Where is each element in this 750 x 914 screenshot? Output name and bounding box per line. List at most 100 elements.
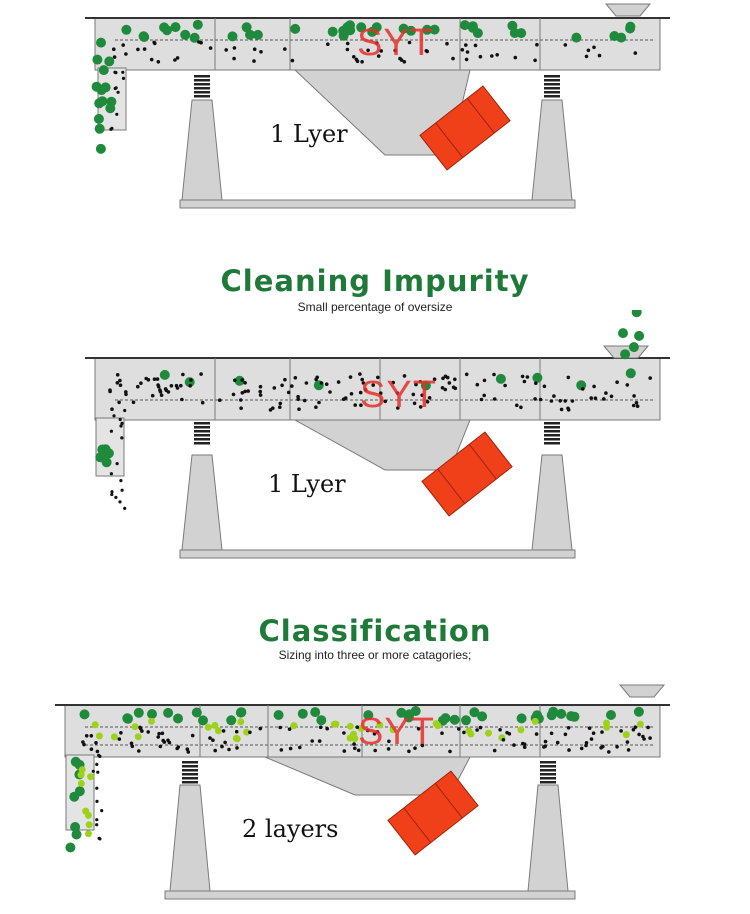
material-particle	[235, 707, 246, 718]
material-particle	[360, 377, 365, 382]
material-particle	[208, 46, 213, 50]
material-particle	[142, 47, 147, 51]
material-particle	[407, 749, 411, 754]
material-particle	[355, 725, 360, 729]
material-particle	[396, 707, 407, 718]
material-particle	[519, 405, 523, 410]
material-particle	[91, 769, 95, 773]
material-particle	[356, 22, 367, 33]
material-particle	[422, 24, 433, 35]
material-particle	[352, 55, 356, 59]
spring-coil	[182, 769, 198, 772]
material-particle	[252, 47, 257, 51]
material-particle	[124, 392, 128, 397]
material-particle	[240, 391, 245, 395]
material-particle	[104, 56, 115, 67]
material-particle	[495, 373, 506, 384]
material-particle	[278, 725, 283, 730]
material-particle	[591, 731, 596, 735]
material-particle	[427, 396, 432, 400]
material-particle	[432, 377, 437, 381]
support-leg	[531, 99, 573, 201]
material-particle	[108, 388, 112, 392]
material-particle	[414, 382, 418, 387]
panel-cleaning-impurity: SYT 1 Lyer	[0, 310, 750, 570]
material-particle	[227, 31, 238, 42]
material-particle	[297, 407, 301, 411]
material-particle	[440, 386, 445, 390]
material-particle	[418, 405, 423, 409]
material-particle	[534, 381, 538, 385]
material-particle	[243, 389, 247, 394]
material-particle	[389, 726, 397, 734]
material-particle	[286, 390, 291, 395]
material-particle	[462, 730, 466, 735]
material-particle	[425, 400, 430, 404]
material-particle	[371, 383, 376, 387]
material-particle	[110, 407, 114, 411]
material-particle	[290, 58, 295, 63]
material-particle	[492, 748, 497, 753]
material-particle	[258, 384, 263, 389]
material-particle	[597, 53, 602, 58]
material-particle	[119, 479, 123, 483]
material-particle	[211, 738, 215, 742]
material-particle	[464, 43, 468, 47]
material-particle	[603, 723, 611, 731]
material-particle	[478, 54, 483, 59]
discharge-hopper	[293, 419, 471, 471]
material-particle	[233, 378, 237, 383]
material-particle	[159, 393, 164, 397]
material-particle	[349, 392, 354, 396]
motor-rib	[434, 783, 463, 819]
material-particle	[180, 29, 191, 40]
material-particle	[513, 55, 518, 60]
material-particle	[592, 384, 596, 389]
spring-coil	[194, 75, 210, 78]
material-particle	[95, 786, 99, 790]
material-particle	[555, 740, 560, 745]
material-particle	[451, 56, 455, 61]
material-particle	[532, 372, 543, 383]
material-particle	[404, 709, 415, 720]
material-particle	[515, 403, 519, 408]
motor-rib	[403, 807, 432, 843]
material-particle	[457, 727, 461, 731]
material-particle	[121, 76, 126, 80]
spring-coil	[544, 75, 560, 78]
material-particle	[566, 711, 577, 722]
material-particle	[95, 749, 100, 754]
material-particle	[522, 745, 527, 749]
material-particle	[192, 19, 203, 30]
base-plate	[179, 199, 576, 209]
material-particle	[351, 735, 359, 743]
material-particle	[293, 376, 298, 380]
spring-coil	[194, 87, 210, 90]
material-particle	[505, 730, 509, 735]
material-particle	[157, 731, 161, 736]
material-particle	[152, 377, 157, 381]
material-particle	[290, 23, 301, 34]
material-particle	[571, 32, 582, 43]
material-particle	[84, 830, 92, 838]
material-particle	[441, 376, 445, 381]
material-particle	[118, 378, 122, 383]
material-particle	[130, 744, 135, 749]
material-particle	[563, 732, 568, 737]
material-particle	[503, 383, 507, 388]
material-particle	[310, 739, 315, 743]
material-particle	[622, 731, 630, 739]
material-particle	[139, 32, 150, 42]
spring-coil	[194, 422, 210, 425]
material-particle	[110, 126, 114, 130]
material-particle	[91, 721, 99, 729]
material-particle	[482, 378, 487, 383]
material-particle	[376, 721, 384, 729]
material-particle	[479, 397, 484, 402]
material-particle	[89, 734, 94, 738]
material-particle	[357, 724, 365, 732]
material-particle	[342, 731, 346, 735]
material-particle	[418, 380, 423, 384]
material-particle	[413, 746, 417, 750]
material-particle	[593, 396, 598, 400]
